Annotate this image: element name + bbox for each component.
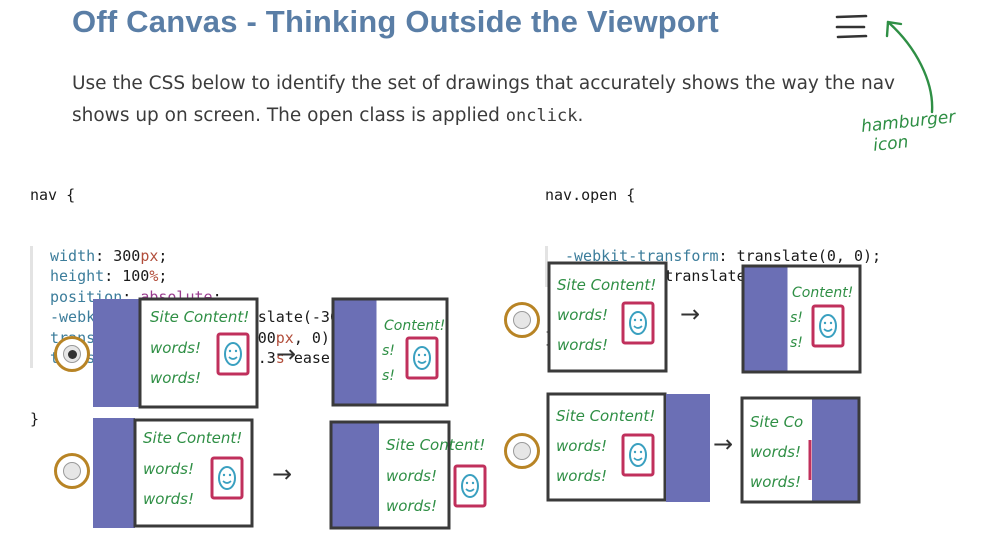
css-nav-line: width: 300px; — [50, 246, 411, 266]
option-c-text-words1: words! — [557, 306, 608, 324]
option-d-text-words2-after: words! — [750, 473, 801, 491]
css-unit: s — [275, 348, 285, 367]
option-a-nav-after — [334, 300, 377, 404]
instructions-code-word: onclick — [505, 106, 578, 126]
css-colon: : — [718, 247, 737, 266]
option-d-text-words2: words! — [556, 467, 607, 485]
option-a-text-words1: words! — [150, 339, 201, 357]
css-colon: : — [104, 267, 123, 286]
option-b-radio-inner — [63, 462, 81, 480]
css-nav-line: height: 100%; — [50, 266, 411, 286]
option-c-text-s2: s! — [790, 335, 803, 351]
option-b-image-icon-after — [453, 464, 487, 508]
option-a-text-s2: s! — [382, 368, 395, 384]
option-b-text-words2: words! — [143, 490, 194, 508]
option-d-radio-inner — [513, 442, 531, 460]
option-a-text-s1: s! — [382, 343, 395, 359]
option-d-text-words1: words! — [556, 437, 607, 455]
option-a-radio[interactable] — [54, 336, 90, 372]
option-d-nav-after — [812, 399, 858, 501]
option-a-text-content: Content! — [384, 318, 445, 334]
option-c-drawing: Site Content! words! words! → Content! s… — [547, 261, 862, 374]
css-property: -webkit-transform — [565, 247, 719, 266]
option-a-radio-dot — [67, 349, 77, 359]
option-a-text-words2: words! — [150, 369, 201, 387]
option-b-text-words1: words! — [143, 460, 194, 478]
option-d-text-words1-after: words! — [750, 443, 801, 461]
option-d-arrow-icon: → — [713, 430, 733, 458]
annotation-arrow-icon — [885, 20, 934, 114]
option-a-radio-inner — [63, 345, 81, 363]
option-b-drawing: Site Content! words! words! → Site Conte… — [93, 418, 487, 530]
css-property: width — [50, 247, 96, 266]
css-nav-open-selector: nav.open { — [545, 185, 636, 204]
option-b-text-site-after: Site Content! — [386, 436, 485, 454]
option-c-text-s1: s! — [790, 310, 803, 326]
css-end: ; — [158, 247, 168, 266]
option-b-text-site: Site Content! — [143, 429, 242, 447]
css-unit: px — [140, 247, 159, 266]
css-value: 100 — [122, 267, 150, 286]
option-a-screen-before — [138, 297, 259, 409]
option-d-nav-before — [666, 394, 710, 502]
hamburger-icon — [835, 14, 868, 39]
css-colon: : — [95, 247, 114, 266]
instructions-end: . — [577, 105, 584, 126]
css-end: ease; — [284, 348, 339, 367]
option-b-screen-after — [329, 420, 451, 530]
option-c-screen-before — [547, 261, 668, 373]
css-property: height — [50, 267, 105, 286]
instructions: Use the CSS below to identify the set of… — [72, 68, 912, 132]
option-b-arrow-icon: → — [272, 460, 292, 488]
option-c-nav-after — [744, 267, 788, 371]
option-b-text-words2-after: words! — [386, 497, 437, 515]
instructions-text: Use the CSS below to identify the set of… — [72, 73, 895, 126]
option-d-radio[interactable] — [504, 433, 540, 469]
option-b-text-words1-after: words! — [386, 467, 437, 485]
css-value: translate(0, 0); — [736, 247, 882, 266]
css-nav-open-line: -webkit-transform: translate(0, 0); — [565, 246, 881, 266]
css-nav-close: } — [30, 410, 40, 429]
option-b-radio[interactable] — [54, 453, 90, 489]
option-d-screen-before — [546, 392, 667, 502]
option-c-radio[interactable] — [504, 302, 540, 338]
css-value: 300 — [113, 247, 141, 266]
option-d-drawing: Site Content! words! words! → Site Co wo… — [546, 392, 861, 504]
css-end: ; — [212, 287, 222, 306]
option-b-nav-after — [331, 422, 379, 528]
option-d-text-site-co: Site Co — [750, 413, 803, 431]
css-unit: % — [149, 267, 159, 286]
option-c-arrow-icon: → — [680, 300, 700, 328]
option-b-nav-before — [93, 418, 135, 528]
css-nav-selector: nav { — [30, 185, 76, 204]
option-a-arrow-icon: → — [276, 340, 296, 368]
option-a-drawing: Site Content! words! words! → Content! s… — [93, 297, 449, 409]
css-end: ; — [158, 267, 168, 286]
css-colon: : — [122, 287, 141, 306]
option-a-text-site: Site Content! — [150, 308, 249, 326]
css-unit: px — [275, 328, 294, 347]
option-c-text-words2: words! — [557, 336, 608, 354]
option-d-text-site: Site Content! — [556, 407, 655, 425]
option-c-radio-inner — [513, 311, 531, 329]
option-a-nav-before — [93, 299, 140, 407]
page-title: Off Canvas - Thinking Outside the Viewpo… — [72, 4, 719, 39]
option-c-text-content: Content! — [792, 285, 853, 301]
option-b-screen-before — [133, 418, 254, 528]
option-c-text-site: Site Content! — [557, 276, 656, 294]
